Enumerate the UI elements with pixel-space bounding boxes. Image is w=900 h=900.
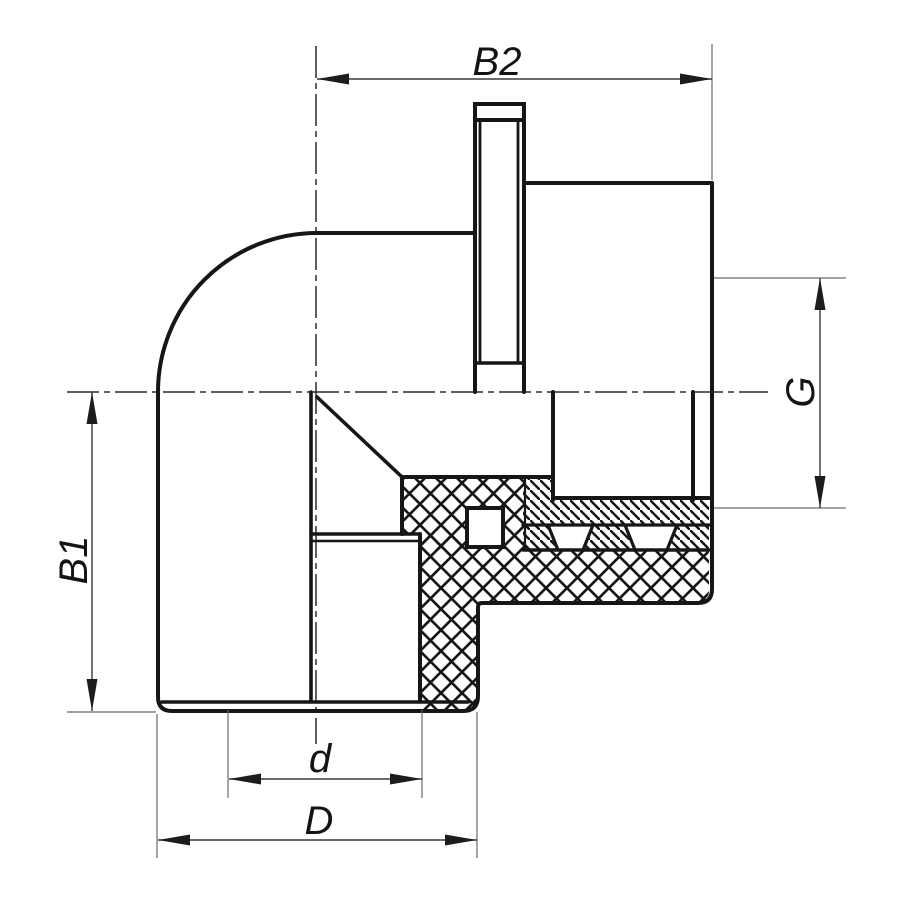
label-b2: B2 (473, 40, 522, 84)
dim-D (158, 834, 477, 846)
dim-b2 (317, 73, 712, 85)
thread-grooves (548, 525, 677, 550)
dim-g (814, 278, 826, 508)
label-b1: B1 (52, 536, 96, 585)
extension-lines (67, 44, 846, 858)
label-D: D (305, 799, 334, 843)
label-d: d (309, 737, 333, 781)
mounting-tab (473, 102, 526, 394)
label-g: G (779, 376, 823, 407)
dimension-lines (86, 73, 826, 846)
thread-section-outline (400, 390, 711, 552)
dim-d (229, 773, 422, 785)
section-hatch-brass (523, 477, 709, 550)
centerlines (67, 46, 768, 744)
dim-b1 (86, 392, 98, 711)
insert-window-square (465, 506, 505, 549)
section-hatch-plastic (402, 477, 709, 711)
elbow-body-outline (156, 181, 714, 713)
